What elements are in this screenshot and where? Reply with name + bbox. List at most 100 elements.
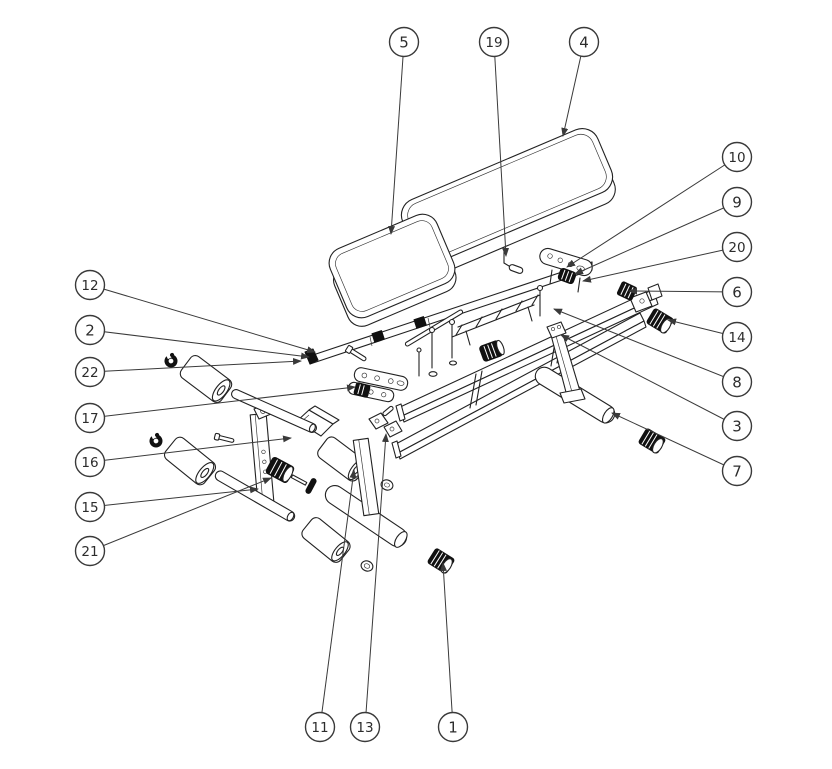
leader-line-11 bbox=[319, 469, 357, 728]
foam-roller-part bbox=[179, 355, 233, 403]
bolt-part bbox=[213, 432, 235, 443]
balloon-number: 14 bbox=[728, 330, 745, 346]
balloon-circle bbox=[721, 366, 753, 398]
l-pin-part bbox=[500, 244, 524, 274]
balloon-circle bbox=[304, 711, 336, 743]
balloon-circle bbox=[74, 269, 106, 301]
balloon-number: 5 bbox=[399, 33, 409, 51]
callout-balloon-14: 14 bbox=[721, 321, 753, 353]
balloon-number: 3 bbox=[732, 417, 742, 435]
balloon-circle bbox=[721, 186, 753, 218]
bench-parts-artwork bbox=[149, 128, 674, 574]
leader-line-22 bbox=[89, 357, 302, 373]
balloon-circle bbox=[721, 321, 753, 353]
callout-balloon-4: 4 bbox=[568, 26, 600, 58]
callout-balloon-12: 12 bbox=[74, 269, 106, 301]
balloon-circle bbox=[721, 231, 753, 263]
callout-balloon-7: 7 bbox=[721, 455, 753, 487]
leader-line-19 bbox=[493, 41, 510, 257]
balloon-circle bbox=[74, 535, 106, 567]
balloon-number: 13 bbox=[356, 720, 373, 736]
balloon-number: 20 bbox=[728, 240, 745, 256]
balloon-circle bbox=[74, 491, 106, 523]
leader-line-2 bbox=[89, 329, 310, 360]
callout-balloon-1: 1 bbox=[437, 711, 469, 743]
balloon-number: 6 bbox=[732, 283, 742, 301]
leader-line-9 bbox=[574, 201, 738, 275]
balloon-number: 10 bbox=[728, 150, 745, 166]
callout-balloon-11: 11 bbox=[304, 711, 336, 743]
leader-line-20 bbox=[582, 246, 738, 283]
balloon-number: 15 bbox=[81, 500, 98, 516]
balloon-number: 9 bbox=[732, 193, 742, 211]
balloon-number: 2 bbox=[85, 321, 95, 339]
balloon-circle bbox=[721, 410, 753, 442]
callout-balloon-13: 13 bbox=[349, 711, 381, 743]
balloon-circle bbox=[437, 711, 469, 743]
balloon-circle bbox=[74, 356, 106, 388]
callout-balloon-6: 6 bbox=[721, 276, 753, 308]
callout-balloon-10: 10 bbox=[721, 141, 753, 173]
balloon-number: 8 bbox=[732, 373, 742, 391]
balloon-circle bbox=[721, 455, 753, 487]
back-pad-part bbox=[400, 128, 616, 277]
rear-leg-part bbox=[534, 321, 616, 424]
seat-pad-part bbox=[328, 213, 457, 327]
leader-line-7 bbox=[611, 412, 738, 472]
left-post-part bbox=[249, 403, 275, 504]
leader-line-6 bbox=[628, 287, 738, 295]
callout-balloon-20: 20 bbox=[721, 231, 753, 263]
leader-lines-layer bbox=[89, 41, 738, 728]
leader-line-12 bbox=[89, 284, 316, 354]
pop-pin-part bbox=[265, 456, 317, 494]
balloon-circle bbox=[721, 141, 753, 173]
leader-line-15 bbox=[89, 486, 259, 508]
balloon-number: 11 bbox=[311, 720, 328, 736]
balloon-number: 22 bbox=[81, 365, 98, 381]
callout-balloon-9: 9 bbox=[721, 186, 753, 218]
callout-balloon-17: 17 bbox=[74, 402, 106, 434]
callout-balloon-5: 5 bbox=[388, 26, 420, 58]
leader-line-1 bbox=[439, 562, 454, 728]
balloon-number: 17 bbox=[81, 411, 98, 427]
balloon-circle bbox=[721, 276, 753, 308]
balloon-number: 19 bbox=[485, 35, 502, 51]
balloon-circle bbox=[74, 446, 106, 478]
balloon-circle bbox=[568, 26, 600, 58]
balloon-number: 16 bbox=[81, 455, 98, 471]
callout-balloon-22: 22 bbox=[74, 356, 106, 388]
leader-line-16 bbox=[89, 435, 292, 463]
callout-balloon-2: 2 bbox=[74, 314, 106, 346]
leader-line-10 bbox=[566, 156, 738, 268]
callout-balloon-16: 16 bbox=[74, 446, 106, 478]
end-cap-14-part bbox=[646, 308, 674, 334]
balloon-number: 7 bbox=[732, 462, 742, 480]
band-clamp-part bbox=[149, 432, 163, 448]
balloon-number: 1 bbox=[448, 718, 458, 736]
balloon-number: 12 bbox=[81, 278, 98, 294]
callout-balloon-8: 8 bbox=[721, 366, 753, 398]
callout-balloon-21: 21 bbox=[74, 535, 106, 567]
leader-line-21 bbox=[89, 477, 272, 552]
balloon-circle bbox=[388, 26, 420, 58]
balloon-number: 21 bbox=[81, 544, 98, 560]
leader-line-17 bbox=[89, 384, 356, 419]
callout-balloon-19: 19 bbox=[478, 26, 510, 58]
callout-balloon-3: 3 bbox=[721, 410, 753, 442]
front-leg-part bbox=[324, 405, 408, 572]
callout-balloon-15: 15 bbox=[74, 491, 106, 523]
leader-line-13 bbox=[364, 433, 389, 728]
upper-tube-part bbox=[231, 389, 317, 433]
balloon-number: 4 bbox=[579, 33, 589, 51]
leader-line-3 bbox=[560, 334, 738, 427]
leader-line-4 bbox=[561, 41, 585, 137]
leader-line-8 bbox=[553, 308, 738, 383]
balloon-circle bbox=[478, 26, 510, 58]
leader-line-5 bbox=[388, 41, 405, 235]
band-clamp-part bbox=[164, 352, 178, 368]
foam-roller-part bbox=[163, 436, 217, 486]
balloon-circle bbox=[74, 402, 106, 434]
